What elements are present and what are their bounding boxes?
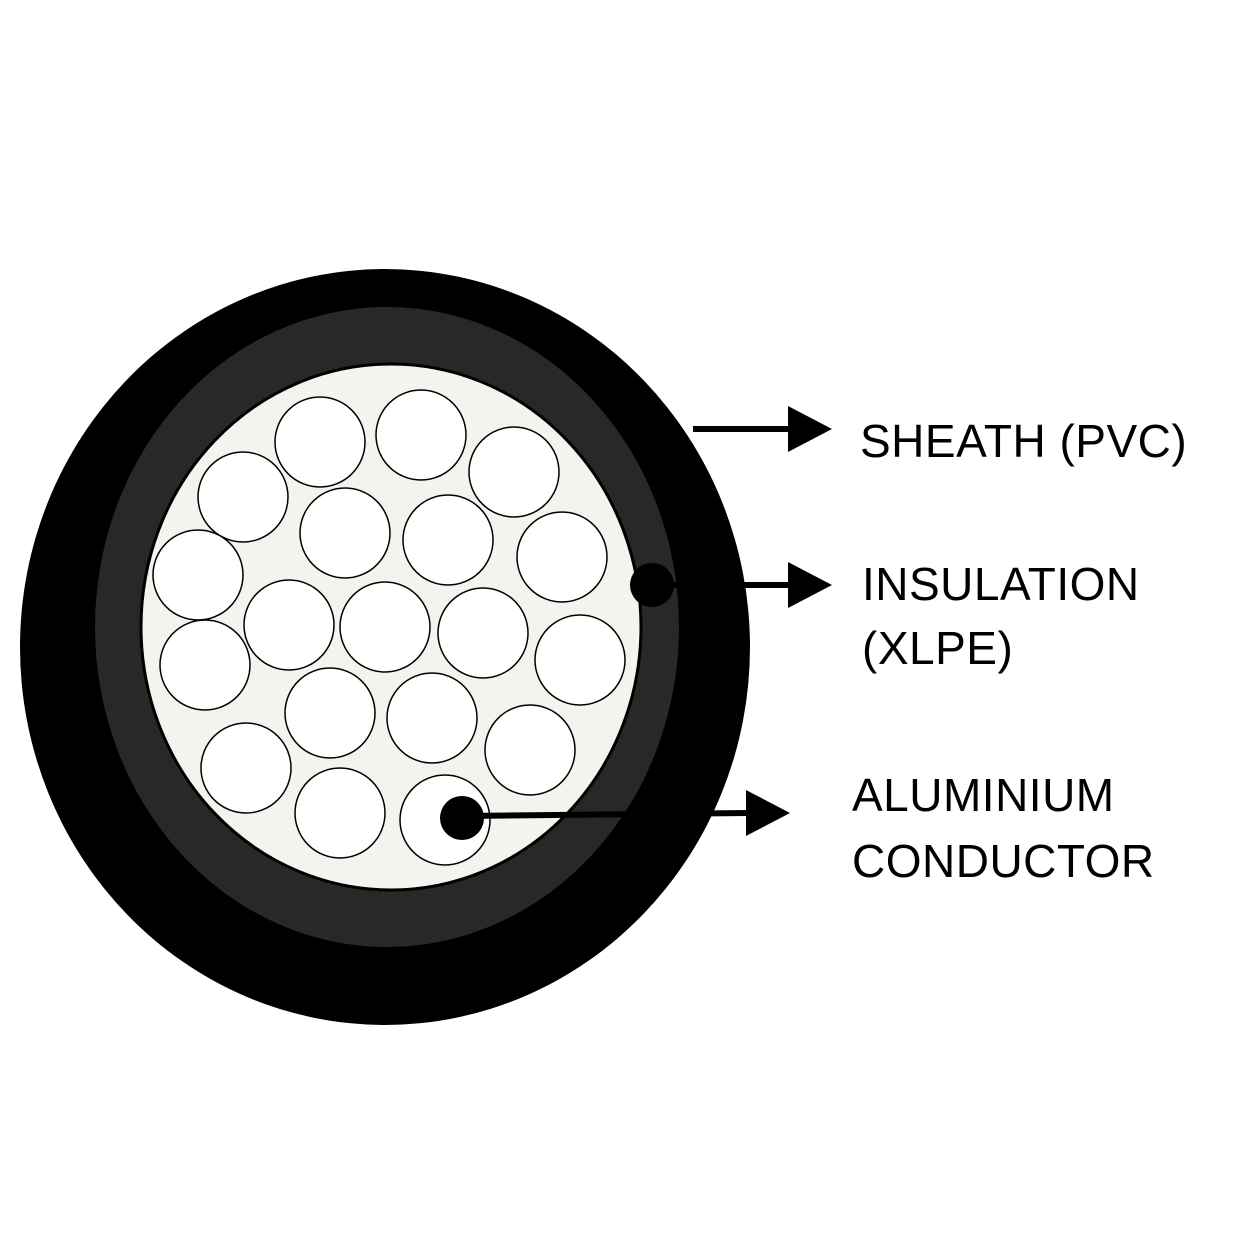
- conductor-strand: [516, 511, 608, 603]
- conductor-strand: [339, 581, 431, 673]
- conductor-strand: [294, 767, 386, 859]
- conductor-strand: [534, 614, 626, 706]
- conductor-strand: [152, 529, 244, 621]
- conductor-strand: [437, 587, 529, 679]
- conductor-strand: [386, 672, 478, 764]
- insulation-pointer: [630, 562, 832, 608]
- sheath-label: SHEATH (PVC): [860, 415, 1188, 467]
- conductor-strand: [484, 704, 576, 796]
- conductor-strand: [200, 722, 292, 814]
- conductor-strand: [284, 667, 376, 759]
- conductor-strand: [274, 396, 366, 488]
- aluminium-strands: [152, 389, 626, 866]
- sheath-pointer: [693, 406, 832, 452]
- conductor-strand: [159, 619, 251, 711]
- conductor-label-line1: ALUMINIUM: [852, 769, 1115, 821]
- conductor-strand: [299, 487, 391, 579]
- conductor-strand: [468, 426, 560, 518]
- insulation-label-line2: (XLPE): [862, 622, 1014, 674]
- conductor-strand: [197, 451, 289, 543]
- conductor-label-line2: CONDUCTOR: [852, 835, 1155, 887]
- conductor-strand: [402, 494, 494, 586]
- conductor-strand: [243, 579, 335, 671]
- conductor-strand: [375, 389, 467, 481]
- conductor-pointer: [440, 790, 790, 840]
- insulation-label-line1: INSULATION: [862, 558, 1140, 610]
